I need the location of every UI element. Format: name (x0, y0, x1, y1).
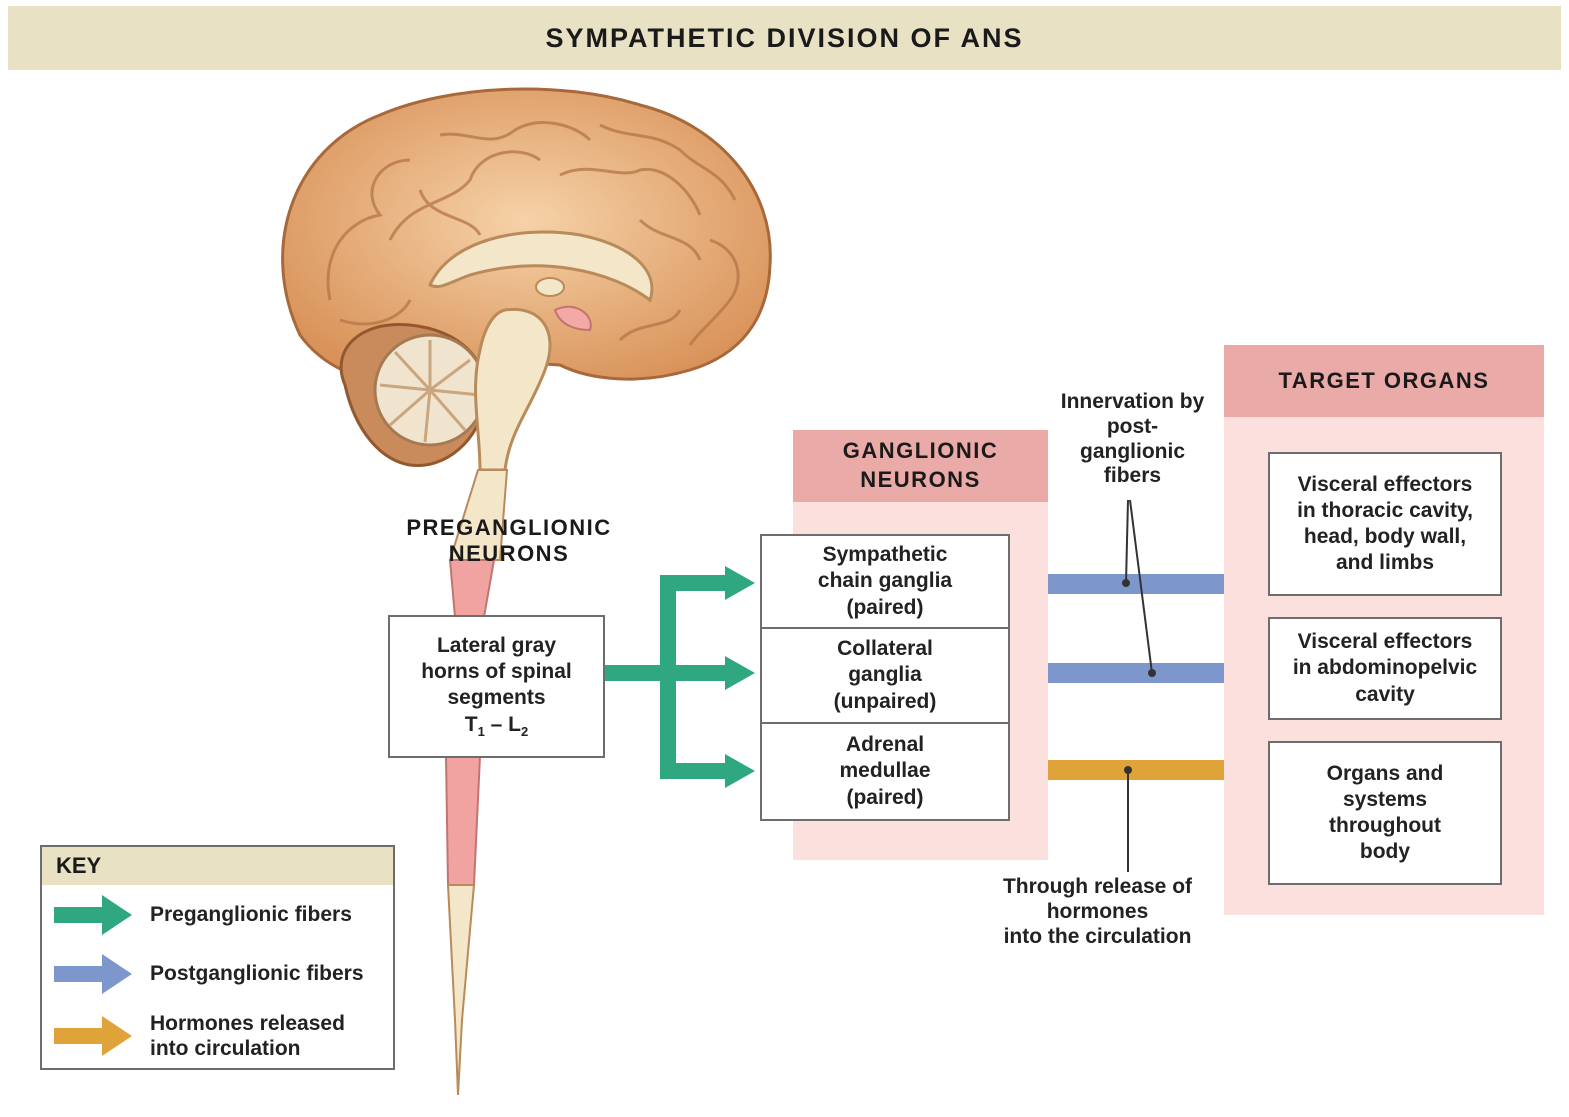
innervation-line-2: post- (1040, 415, 1225, 440)
legend-item-hormones: Hormones released into circulation (54, 1011, 345, 1061)
spinal-range: T1 – L2 (465, 712, 528, 740)
target-box-2-line-1: Visceral effectors (1298, 629, 1473, 655)
innervation-line-3: ganglionic (1040, 440, 1225, 465)
ganglia-box-1-line-1: Sympathetic (823, 542, 948, 568)
spinal-box-line-2: horns of spinal (421, 659, 572, 685)
legend-item-preganglionic: Preganglionic fibers (54, 895, 352, 935)
thoracic-effectors-box: Visceral effectors in thoracic cavity, h… (1268, 452, 1502, 596)
target-box-1-line-3: head, body wall, (1304, 524, 1466, 550)
legend-title: KEY (42, 847, 393, 885)
range-start-sub: 1 (478, 724, 485, 739)
organs-throughout-body-box: Organs and systems throughout body (1268, 741, 1502, 885)
ganglia-box-2-line-1: Collateral (837, 636, 933, 662)
hormone-label-line-3: into the circulation (975, 925, 1220, 950)
leader-lines (1123, 500, 1155, 872)
ganglionic-header-line-2: NEURONS (860, 466, 981, 495)
hormone-label-line-1: Through release of (975, 875, 1220, 900)
hormone-label-line-2: hormones (975, 900, 1220, 925)
hormone-arrow-icon (54, 1016, 134, 1056)
ganglia-box-3-line-3: (paired) (846, 785, 923, 811)
legend-item-postganglionic: Postganglionic fibers (54, 954, 364, 994)
target-box-3-line-3: throughout (1329, 813, 1441, 839)
ganglia-box-2-line-3: (unpaired) (834, 689, 937, 715)
ganglionic-header-line-1: GANGLIONIC (843, 437, 999, 466)
spinal-box-line-3: segments (447, 685, 545, 711)
range-end-sub: 2 (521, 724, 528, 739)
legend-label-postganglionic: Postganglionic fibers (150, 961, 364, 986)
spinal-segments-box: Lateral gray horns of spinal segments T1… (388, 615, 605, 758)
range-end: L (508, 713, 521, 736)
target-box-1-line-2: in thoracic cavity, (1297, 498, 1473, 524)
adrenal-medullae-box: Adrenal medullae (paired) (760, 722, 1010, 821)
abdominopelvic-effectors-box: Visceral effectors in abdominopelvic cav… (1268, 617, 1502, 720)
legend-label-hormones-line-2: into circulation (150, 1036, 345, 1061)
innervation-line-1: Innervation by (1040, 390, 1225, 415)
preganglionic-arrows (604, 566, 755, 788)
postganglionic-arrow-icon (54, 954, 134, 994)
ganglionic-panel-header: GANGLIONIC NEURONS (793, 430, 1048, 502)
ganglia-box-1-line-3: (paired) (846, 595, 923, 621)
brain-illustration (283, 89, 771, 470)
ganglia-box-2-line-2: ganglia (848, 662, 922, 688)
legend-label-preganglionic: Preganglionic fibers (150, 902, 352, 927)
target-box-3-line-1: Organs and (1327, 761, 1444, 787)
spinal-box-line-1: Lateral gray (437, 633, 556, 659)
target-box-3-line-2: systems (1343, 787, 1427, 813)
ganglia-box-1-line-2: chain ganglia (818, 568, 952, 594)
preganglionic-arrow-icon (54, 895, 134, 935)
target-box-1-line-4: and limbs (1336, 550, 1434, 576)
ganglia-box-3-line-1: Adrenal (846, 732, 924, 758)
hormone-release-label: Through release of hormones into the cir… (975, 875, 1220, 949)
preganglionic-label-line-1: PREGANGLIONIC (384, 515, 634, 541)
target-box-2-line-3: cavity (1355, 682, 1415, 708)
range-start: T (465, 713, 478, 736)
target-box-1-line-1: Visceral effectors (1298, 472, 1473, 498)
target-organs-header: TARGET ORGANS (1224, 345, 1544, 417)
range-separator: – (485, 713, 508, 736)
preganglionic-neurons-label: PREGANGLIONIC NEURONS (384, 515, 634, 567)
preganglionic-label-line-2: NEURONS (384, 541, 634, 567)
innervation-line-4: fibers (1040, 464, 1225, 489)
collateral-ganglia-box: Collateral ganglia (unpaired) (760, 627, 1010, 724)
legend: KEY Preganglionic fibers Postganglionic … (40, 845, 395, 1070)
target-box-2-line-2: in abdominopelvic (1293, 655, 1477, 681)
innervation-label: Innervation by post- ganglionic fibers (1040, 390, 1225, 489)
ganglia-box-3-line-2: medullae (839, 758, 930, 784)
sympathetic-chain-ganglia-box: Sympathetic chain ganglia (paired) (760, 534, 1010, 629)
target-box-3-line-4: body (1360, 839, 1410, 865)
legend-label-hormones-line-1: Hormones released (150, 1011, 345, 1036)
